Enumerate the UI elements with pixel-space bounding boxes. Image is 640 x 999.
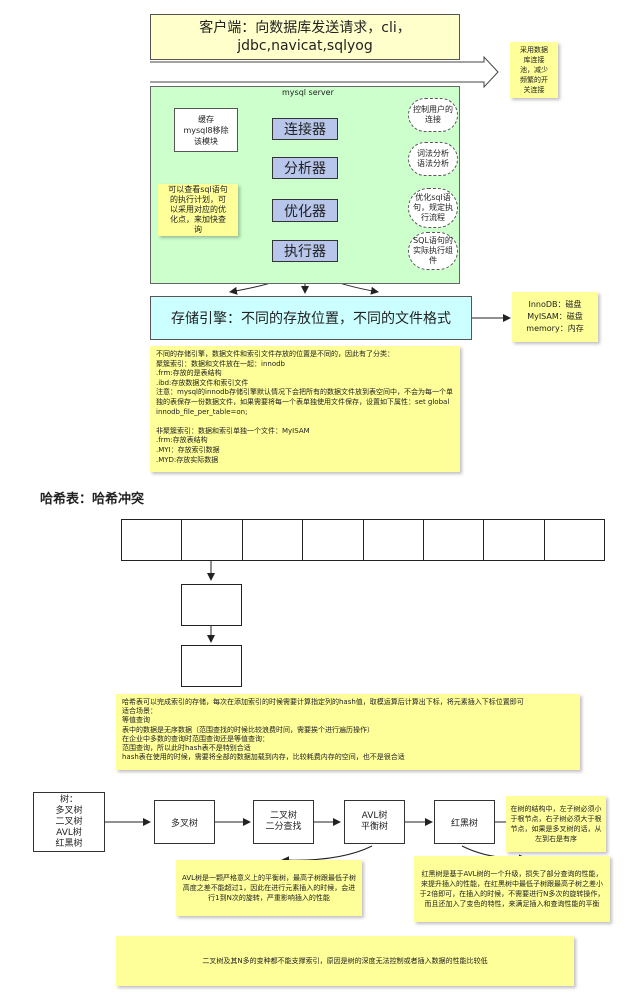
hash-chain-node-2: [181, 645, 242, 687]
hash-bucket-array: [121, 519, 605, 561]
cloud-connector: 控制用户的 连接: [408, 98, 458, 132]
cloud-optimizer: 优化sql语 句，规定执 行流程: [408, 188, 458, 228]
cloud-analyzer: 词法分析 语法分析: [408, 142, 458, 176]
storage-classification-note: 不同的存储引擎，数据文件和索引文件存放的位置是不同的，因此有了分类： 聚簇索引：…: [150, 346, 460, 472]
client-line-1: 客户端：向数据库发送请求，cli，: [199, 20, 411, 36]
hash-bucket: [363, 519, 424, 561]
tree-box-redblack: 红黑树: [434, 800, 495, 844]
connection-pool-arrow: [150, 55, 499, 89]
tree-conclusion-note: 二叉树及其N多的变种都不能支撑索引，原因是树的深度无法控制或者插入数据的性能比较…: [116, 936, 574, 986]
tree-box-multiway: 多叉树: [154, 800, 215, 844]
hash-bucket: [484, 519, 545, 561]
bst-rule-note: 在树的结构中，左子树必须小于根节点，右子树必须大于根节点，如果是多叉树的话，从左…: [506, 796, 606, 852]
hash-bucket: [121, 519, 183, 561]
hash-note: 哈希表可以完成索引的存储，每次在添加索引的时候需要计算指定列的hash值，取模运…: [116, 694, 580, 770]
optimizer-note: 可以查看sql语句 的执行计划，可 以采用对应的优 化点，来加快查 询: [158, 184, 238, 236]
analyzer-box: 分析器: [272, 157, 338, 179]
tree-box-binary: 二叉树 二分查找: [253, 800, 314, 844]
avl-note: AVL树是一颗严格意义上的平衡树，最高子树跟最低子树高度之差不能超过1，因此在进…: [176, 860, 362, 916]
hash-bucket: [423, 519, 485, 561]
connection-pool-note: 采用数据 库连接 池，减少 频繁的开 关连接: [510, 42, 558, 98]
storage-engine-box: 存储引擎：不同的存放位置，不同的文件格式: [150, 296, 472, 340]
engines-note: InnoDB：磁盘 MyISAM：磁盘 memory：内存: [512, 292, 598, 342]
tree-types-note: 树： 多叉树 二叉树 AVL树 红黑树: [33, 792, 105, 852]
mysql-server-title: mysql server: [282, 88, 334, 97]
client-box: 客户端：向数据库发送请求，cli， jdbc,navicat,sqlyog: [150, 14, 460, 60]
cloud-executor: SQL语句的 实际执行组 件: [408, 232, 458, 270]
cache-note: 缓存 mysql8移除 该模块: [174, 108, 238, 152]
hash-bucket: [242, 519, 304, 561]
tree-box-avl: AVL树 平衡树: [344, 800, 405, 844]
redblack-note: 红黑树是基于AVL树的一个升级，损失了部分查询的性能，来提升插入的性能，在红黑树…: [414, 856, 610, 922]
hash-section-title: 哈希表：哈希冲突: [40, 492, 145, 507]
executor-box: 执行器: [272, 240, 338, 262]
connector-box: 连接器: [272, 118, 338, 140]
hash-bucket: [544, 519, 605, 561]
hash-bucket: [303, 519, 364, 561]
hash-bucket: [182, 519, 243, 561]
hash-chain-node-1: [181, 584, 242, 626]
client-line-2: jdbc,navicat,sqlyog: [237, 38, 373, 54]
optimizer-box: 优化器: [272, 199, 338, 222]
